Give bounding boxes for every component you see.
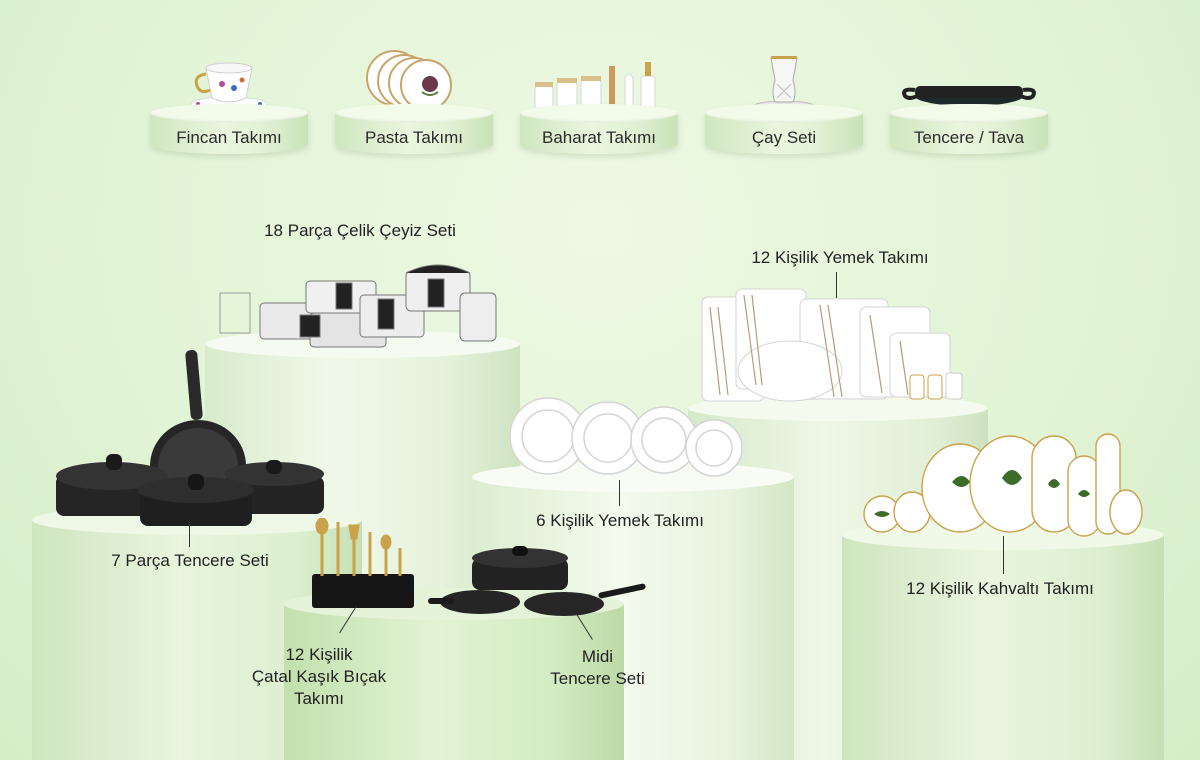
category-fincan[interactable]: Fincan Takımı (150, 42, 308, 154)
midi-label-line: Midi (581, 647, 614, 666)
midi-cookware-icon (428, 546, 646, 616)
leader-line (189, 522, 191, 547)
leader-line (1003, 536, 1005, 574)
square-dinner-set-icon (701, 288, 963, 402)
category-label: Çay Seti (751, 128, 817, 147)
cutlery-stand-icon (312, 518, 414, 608)
cutlery-label-line: Çatal Kaşık Bıçak (251, 667, 387, 686)
category-pasta[interactable]: Pasta Takımı (335, 42, 493, 154)
cutlery-label[interactable]: 12 Kişilik Çatal Kaşık Bıçak Takımı (214, 644, 424, 710)
steel-set-label[interactable]: 18 Parça Çelik Çeyiz Seti (264, 221, 456, 240)
leader-line (619, 480, 621, 506)
round-plates-icon (509, 397, 743, 477)
category-label: Fincan Takımı (176, 128, 282, 147)
category-label: Pasta Takımı (365, 128, 463, 147)
cookware-7-label[interactable]: 7 Parça Tencere Seti (111, 551, 269, 570)
dinner-12-label[interactable]: 12 Kişilik Yemek Takımı (751, 248, 929, 267)
midi-label-line: Tencere Seti (550, 669, 645, 688)
category-label: Baharat Takımı (541, 128, 657, 147)
cutlery-label-line: 12 Kişilik (285, 645, 353, 664)
category-cay[interactable]: Çay Seti (705, 42, 863, 154)
category-tencere[interactable]: Tencere / Tava (890, 42, 1048, 154)
category-baharat[interactable]: Baharat Takımı (520, 42, 678, 154)
breakfast-plates-icon (863, 433, 1143, 537)
dinner-6-label[interactable]: 6 Kişilik Yemek Takımı (536, 511, 704, 530)
leader-line (836, 272, 838, 298)
midi-label[interactable]: Midi Tencere Seti (510, 646, 685, 690)
steel-pot-set-icon (219, 264, 497, 348)
cake-plates-icon (366, 50, 452, 111)
pan-icon (902, 86, 1036, 106)
granite-cookware-icon (56, 350, 324, 526)
category-label: Tencere / Tava (913, 128, 1025, 147)
breakfast-12-label[interactable]: 12 Kişilik Kahvaltı Takımı (906, 579, 1094, 598)
cutlery-label-line: Takımı (293, 689, 345, 708)
